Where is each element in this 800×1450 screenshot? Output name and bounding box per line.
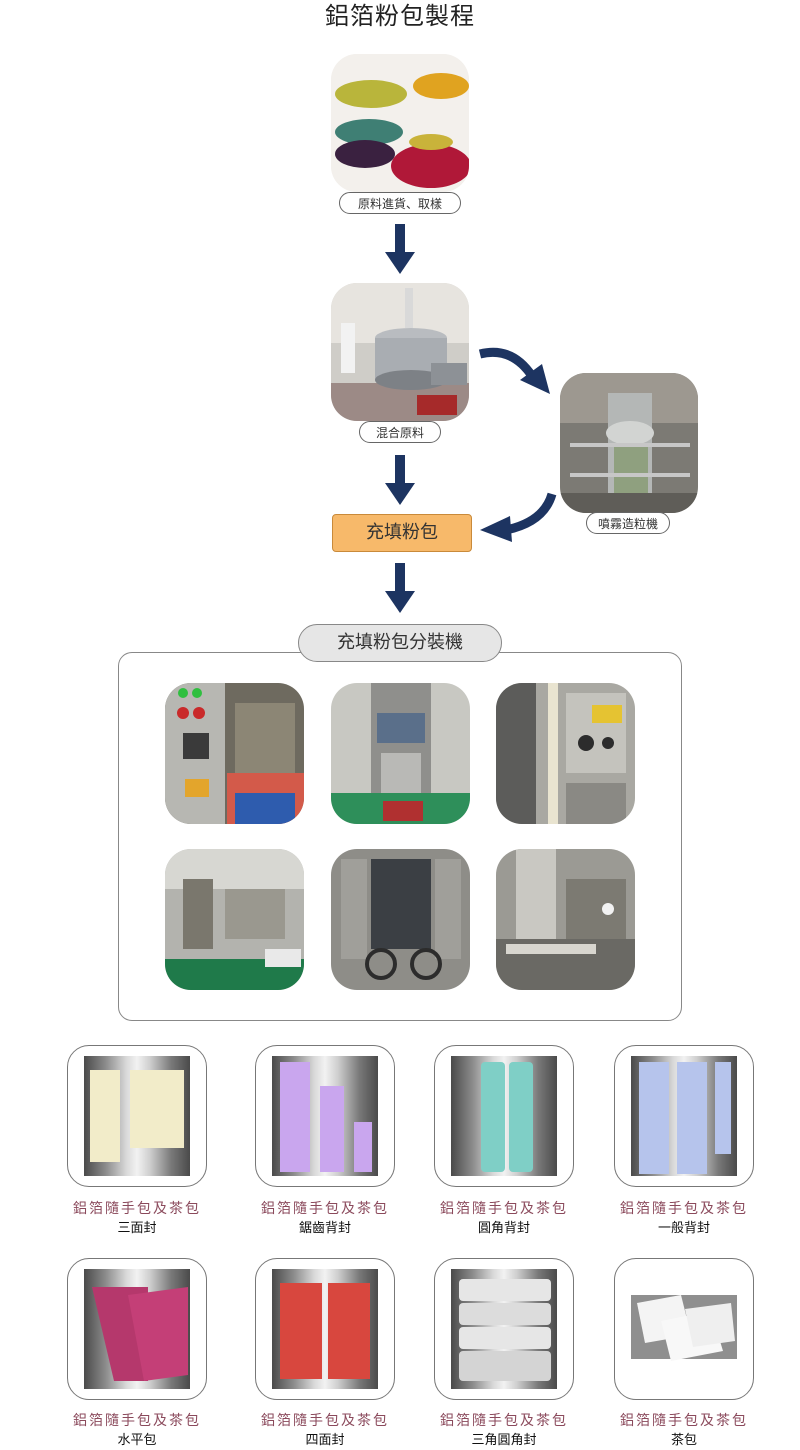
- filling-step-box: 充填粉包: [332, 514, 472, 552]
- pouch-type-label: 圓角背封: [477, 1221, 530, 1236]
- spray-granulator-label: 噴霧造粒機: [586, 512, 670, 534]
- pouch-caption: 鋁箔隨手包及茶包: [261, 1413, 389, 1429]
- pouch-type-label: 三角圓角封: [471, 1433, 537, 1448]
- pouch-card-1: [67, 1045, 207, 1187]
- pouch-caption: 鋁箔隨手包及茶包: [261, 1201, 389, 1217]
- pouch-type-label: 鋸齒背封: [298, 1221, 351, 1236]
- pouch-caption: 鋁箔隨手包及茶包: [620, 1201, 748, 1217]
- curved-arrow-right-icon: [478, 347, 550, 394]
- pouch-card-6: [255, 1258, 395, 1400]
- pouch-type-label: 一般背封: [657, 1221, 710, 1236]
- mixing-label: 混合原料: [359, 421, 441, 443]
- pouch-card-3: [434, 1045, 574, 1187]
- pouch-card-5: [67, 1258, 207, 1400]
- pouch-card-8: [614, 1258, 754, 1400]
- arrow-down-icon: [385, 224, 415, 274]
- machine-photo-3: [496, 683, 635, 824]
- machine-photo-6: [496, 849, 635, 990]
- page-title: 鋁箔粉包製程: [325, 2, 475, 30]
- spray-granulator-photo: [560, 373, 698, 513]
- pouch-caption: 鋁箔隨手包及茶包: [73, 1201, 201, 1217]
- arrow-down-icon: [385, 563, 415, 613]
- pouch-card-2: [255, 1045, 395, 1187]
- curved-arrow-left-icon: [480, 492, 557, 542]
- pouch-type-label: 四面封: [305, 1433, 345, 1448]
- pouch-card-4: [614, 1045, 754, 1187]
- pouch-caption: 鋁箔隨手包及茶包: [440, 1201, 568, 1217]
- machine-photo-4: [165, 849, 304, 990]
- machine-photo-5: [331, 849, 470, 990]
- pouch-type-label: 茶包: [670, 1433, 697, 1448]
- arrow-down-icon: [385, 455, 415, 505]
- machine-photo-2: [331, 683, 470, 824]
- pouch-type-label: 水平包: [117, 1433, 157, 1448]
- pouch-card-7: [434, 1258, 574, 1400]
- pouch-caption: 鋁箔隨手包及茶包: [440, 1413, 568, 1429]
- raw-material-photo: [331, 54, 469, 192]
- raw-material-label: 原料進貨、取樣: [339, 192, 461, 214]
- pouch-caption: 鋁箔隨手包及茶包: [73, 1413, 201, 1429]
- machine-section-label: 充填粉包分裝機: [298, 624, 502, 662]
- machine-photo-1: [165, 683, 304, 824]
- pouch-type-label: 三面封: [117, 1221, 157, 1236]
- pouch-caption: 鋁箔隨手包及茶包: [620, 1413, 748, 1429]
- mixing-photo: [331, 283, 469, 421]
